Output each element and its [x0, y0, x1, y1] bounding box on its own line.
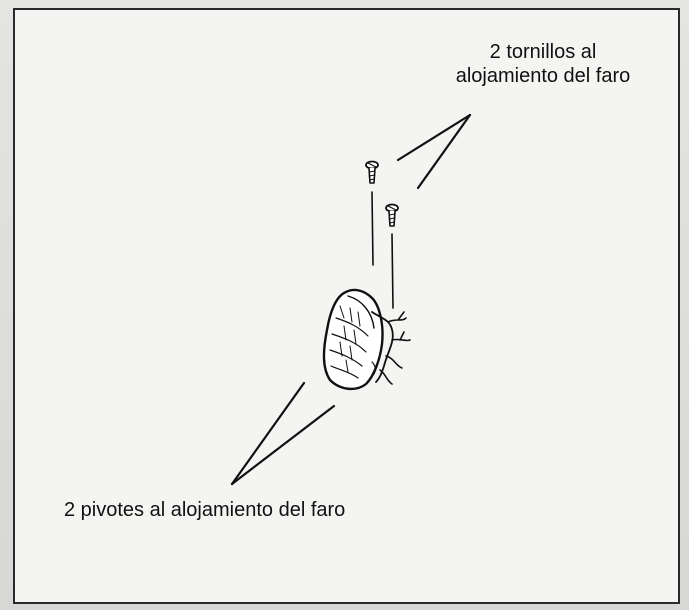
- screws-label-line1: 2 tornillos al: [489, 41, 597, 63]
- leader-line-pivot-2: [230, 404, 336, 486]
- leader-line-screw-2: [416, 113, 472, 190]
- screw-2-icon: [385, 203, 399, 227]
- screw-1-guide-line: [371, 191, 374, 266]
- screws-label-line2: alojamiento del faro: [455, 65, 631, 87]
- headlight-housing-icon: [322, 288, 411, 391]
- leader-line-screw-1: [396, 113, 472, 162]
- figure-frame: [13, 8, 680, 604]
- screw-1-icon: [365, 160, 379, 184]
- pivots-callout-label: 2 pivotes al alojamiento del faro: [64, 499, 346, 521]
- leader-line-pivot-1: [230, 381, 306, 486]
- screws-callout-label: 2 tornillos al alojamiento del faro: [418, 40, 668, 88]
- screw-2-guide-line: [391, 233, 394, 309]
